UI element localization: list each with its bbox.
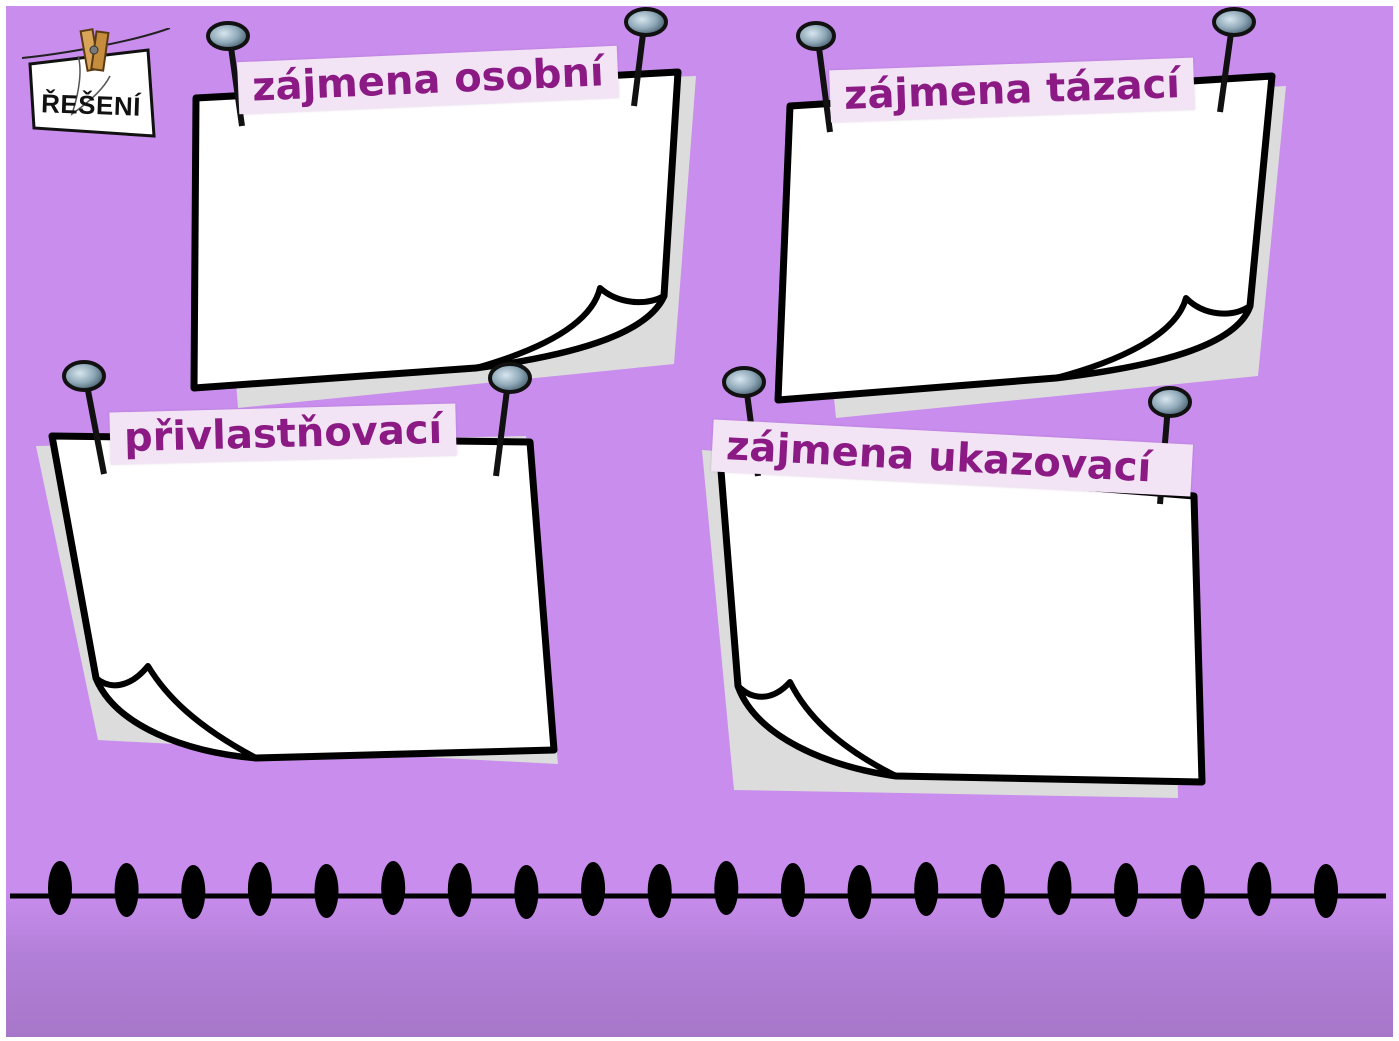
bead-icon xyxy=(48,861,72,915)
note-paper-tazaci xyxy=(778,76,1286,418)
bead-icon xyxy=(781,863,805,917)
bead-icon xyxy=(648,864,672,918)
note-paper-ukazovaci xyxy=(702,450,1202,798)
bead-icon xyxy=(514,865,538,919)
slide: ŘEŠENÍ zájmena osobní zájmena tázací při… xyxy=(6,6,1393,1037)
bead-icon xyxy=(181,865,205,919)
bead-icon xyxy=(1114,863,1138,917)
bead-icon xyxy=(1314,864,1338,918)
note-paper-privlastnovaci xyxy=(36,436,558,764)
solution-button[interactable]: ŘEŠENÍ xyxy=(22,28,170,138)
bead-string-divider xyxy=(10,861,1386,919)
bead-icon xyxy=(981,864,1005,918)
bead-icon xyxy=(315,864,339,918)
bead-icon xyxy=(1181,865,1205,919)
bead-icon xyxy=(714,861,738,915)
bead-icon xyxy=(581,862,605,916)
bead-icon xyxy=(381,861,405,915)
solution-button-label: ŘEŠENÍ xyxy=(29,88,152,123)
bead-icon xyxy=(1247,862,1271,916)
bead-icon xyxy=(248,862,272,916)
bead-icon xyxy=(1048,861,1072,915)
bead-icon xyxy=(115,863,139,917)
bead-icon xyxy=(448,863,472,917)
note-paper-osobni xyxy=(194,72,696,408)
board-canvas xyxy=(6,6,1393,1037)
bead-icon xyxy=(848,865,872,919)
bead-icon xyxy=(914,862,938,916)
note-title-privlastnovaci: přivlastňovací xyxy=(109,403,456,464)
